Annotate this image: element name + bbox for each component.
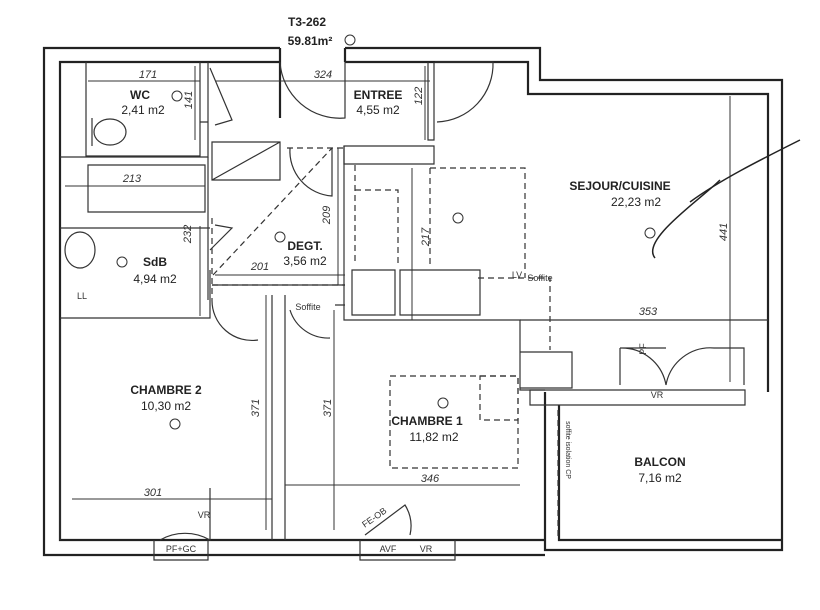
- room-chambre1-area: 11,82 m2: [409, 430, 458, 444]
- dim-sejour-depth: 441: [718, 223, 730, 241]
- light-icon: [437, 397, 449, 409]
- dim-degt-depth: 209: [321, 206, 333, 225]
- fe-ob-label: FE-OB: [360, 506, 388, 530]
- avf-label: AVF: [380, 544, 397, 554]
- pf-gc-label: PF+GC: [166, 544, 197, 554]
- light-icon: [644, 227, 656, 239]
- room-wc-area: 2,41 m2: [121, 103, 165, 117]
- bathtub: [87, 164, 206, 213]
- dim-wc-depth: 141: [183, 91, 195, 109]
- total-area: 59.81m²: [288, 34, 333, 48]
- soffite-label: Soffite: [295, 302, 320, 312]
- pen-scribble-2: [651, 179, 721, 259]
- sejour-door: [435, 61, 494, 123]
- soffite-label-2: Soffite: [527, 273, 552, 283]
- dim-sdb-depth: 232: [182, 225, 194, 244]
- light-icon: [169, 418, 181, 430]
- room-entree-area: 4,55 m2: [356, 103, 400, 117]
- room-degt-area: 3,56 m2: [283, 254, 327, 268]
- light-icon: [274, 231, 286, 243]
- room-wc-name: WC: [130, 88, 150, 102]
- dim-entree-depth: 122: [413, 87, 425, 105]
- washbasin: [64, 231, 96, 269]
- dim-degt-width: 201: [250, 261, 269, 273]
- light-icon: [116, 256, 128, 268]
- room-sejour-area: 22,23 m2: [611, 195, 661, 209]
- lv-label: LV: [512, 270, 522, 280]
- vr-label-chambre2: VR: [198, 510, 211, 520]
- dim-sejour-width: 353: [639, 306, 658, 318]
- pf-label-sejour: PF: [638, 343, 648, 355]
- unit-name: T3-262: [288, 15, 326, 29]
- room-sejour-name: SEJOUR/CUISINE: [569, 179, 670, 193]
- soffite-isolation-label: soffite isolation CP: [564, 421, 571, 479]
- dim-kitchen-depth: 217: [420, 227, 432, 247]
- vr-label-sejour: VR: [651, 390, 664, 400]
- ceiling-lights: [116, 34, 656, 430]
- entry-door: [279, 61, 346, 119]
- doors: [159, 61, 745, 542]
- room-balcon-area: 7,16 m2: [638, 471, 682, 485]
- room-sdb-name: SdB: [143, 255, 167, 269]
- vr-label-chambre1: VR: [420, 544, 433, 554]
- room-entree-name: ENTREE: [354, 88, 403, 102]
- room-chambre2-area: 10,30 m2: [141, 399, 191, 413]
- room-chambre2-name: CHAMBRE 2: [130, 383, 202, 397]
- dim-chambre2-width: 301: [144, 487, 162, 499]
- room-chambre1-name: CHAMBRE 1: [391, 414, 463, 428]
- light-icon: [344, 34, 356, 46]
- dim-wc-width: 171: [139, 69, 157, 81]
- room-sdb-area: 4,94 m2: [133, 272, 177, 286]
- light-icon: [171, 90, 183, 102]
- dim-bath-length: 213: [122, 173, 142, 185]
- dimension-lines: [65, 66, 768, 530]
- dim-chambre1-depth: 371: [322, 399, 334, 417]
- light-icon: [452, 212, 464, 224]
- room-degt-name: DEGT.: [287, 239, 322, 253]
- dim-chambre2-depth: 371: [250, 399, 262, 417]
- toilet: [93, 118, 127, 146]
- ll-label: LL: [77, 291, 87, 301]
- room-balcon-name: BALCON: [634, 455, 685, 469]
- dashed-outlines: [211, 147, 559, 540]
- dim-entree-width: 324: [314, 69, 332, 81]
- dim-chambre1-width: 346: [421, 473, 440, 485]
- interior-walls: [59, 62, 768, 561]
- pen-scribble: [689, 139, 801, 203]
